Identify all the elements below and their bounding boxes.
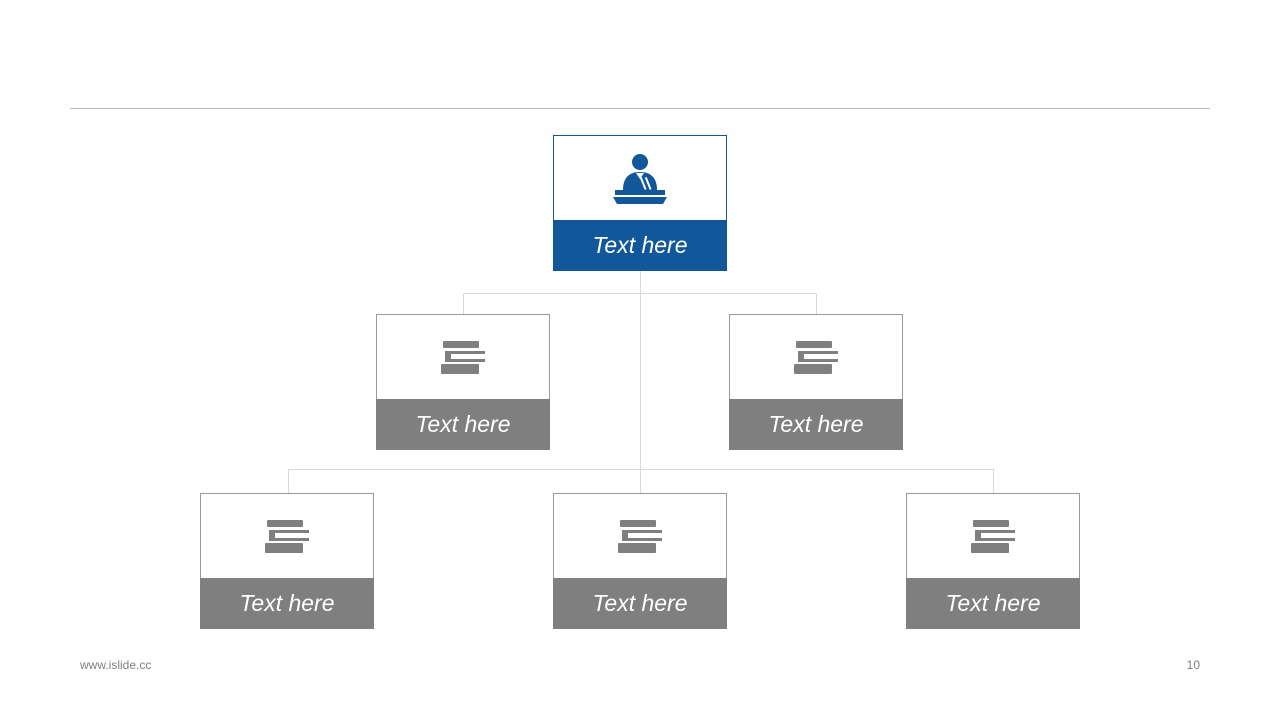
level3-center-icon-area xyxy=(554,494,726,580)
books-icon xyxy=(618,520,662,553)
level2-right-icon-area xyxy=(730,315,902,401)
footer-page-number: 10 xyxy=(1186,658,1200,672)
level2-node-right[interactable]: Text here xyxy=(729,314,903,450)
level3-left-label: Text here xyxy=(200,578,374,629)
level3-right-label: Text here xyxy=(906,578,1080,629)
books-icon xyxy=(794,341,838,374)
level2-right-label: Text here xyxy=(729,399,903,450)
level2-left-icon-area xyxy=(377,315,549,401)
books-icon xyxy=(971,520,1015,553)
level3-right-icon-area xyxy=(907,494,1079,580)
root-node[interactable]: Text here xyxy=(553,135,727,271)
level3-left-icon-area xyxy=(201,494,373,580)
root-icon-area xyxy=(554,136,726,222)
books-icon xyxy=(441,341,485,374)
level2-left-label: Text here xyxy=(376,399,550,450)
level2-node-left[interactable]: Text here xyxy=(376,314,550,450)
root-label: Text here xyxy=(553,220,727,271)
level3-node-center[interactable]: Text here xyxy=(553,493,727,629)
level3-node-right[interactable]: Text here xyxy=(906,493,1080,629)
level3-node-left[interactable]: Text here xyxy=(200,493,374,629)
speaker-podium-icon xyxy=(613,154,667,204)
header-divider xyxy=(70,108,1210,109)
books-icon xyxy=(265,520,309,553)
footer-website: www.islide.cc xyxy=(80,658,152,672)
level3-center-label: Text here xyxy=(553,578,727,629)
